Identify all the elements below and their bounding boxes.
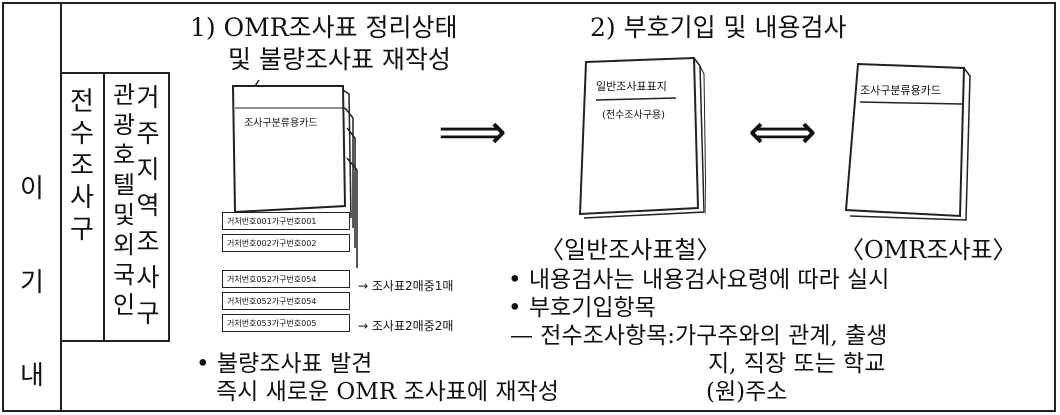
general-form-illustration	[578, 56, 706, 219]
step1-title-line2: 및 불량조사표 재작성	[228, 45, 451, 74]
stack-sheet-3: 거처번호052가구번호054	[222, 270, 350, 288]
right-arrow-icon: ⟹	[438, 104, 507, 160]
general-form-subtitle: (전수조사구용)	[602, 110, 666, 121]
bullet-defective-form: • 불량조사표 발견	[196, 351, 373, 377]
bullet-census-items-cont2: (원)주소	[706, 379, 788, 405]
stack-sheet-2: 거처번호002가구번호002	[222, 234, 350, 252]
bullet-defective-form-cont: 즉시 새로운 OMR 조사표에 재작성	[216, 379, 559, 405]
omr-card-title: 조사구분류용카드	[860, 84, 941, 97]
side-label-char-1: 이	[20, 174, 44, 204]
bullet-census-items: — 전수조사항목:가구주와의 관계, 출생	[510, 323, 888, 349]
survey-type-tourist: 관 광 호 텔 및 외 국 인	[112, 81, 136, 319]
stack-sheet-4: 거처번호052가구번호054	[222, 292, 350, 310]
omr-card-illustration	[844, 62, 971, 221]
form-stack-illustration	[231, 79, 358, 268]
step2-title: 2) 부호기입 및 내용검사	[590, 13, 847, 42]
general-form-caption: 〈일반조사표철〉	[540, 236, 721, 264]
omr-card-caption: 〈OMR조사표〉	[840, 236, 1017, 264]
stack-top-card-label: 조사구분류용카드	[244, 118, 318, 129]
stack-note-1: → 조사표2매중1매	[358, 279, 454, 293]
survey-type-box	[60, 72, 170, 342]
double-arrow-icon: ⟺	[748, 104, 817, 160]
stack-sheet-1: 거처번호001가구번호001	[222, 212, 350, 230]
side-label-char-3: 내	[20, 361, 44, 391]
bullet-content-check: • 내용검사는 내용검사요령에 따라 실시	[508, 267, 890, 293]
stack-note-2: → 조사표2매중2매	[358, 319, 454, 333]
side-label-char-2: 기	[20, 268, 44, 298]
survey-type-residential: 거 주 지 역 조 사 구	[136, 83, 160, 328]
bullet-coding-items: • 부호기입항목	[508, 295, 656, 321]
survey-type-divider	[103, 72, 105, 342]
bullet-census-items-cont: 지, 직장 또는 학교	[708, 351, 886, 377]
step1-title-line1: 1) OMR조사표 정리상태	[190, 13, 458, 42]
survey-type-complete: 전 수 조 사 구	[70, 87, 94, 245]
general-form-title: 일반조사표표지	[596, 80, 667, 93]
stack-sheet-5: 거처번호053가구번호005	[222, 314, 350, 332]
